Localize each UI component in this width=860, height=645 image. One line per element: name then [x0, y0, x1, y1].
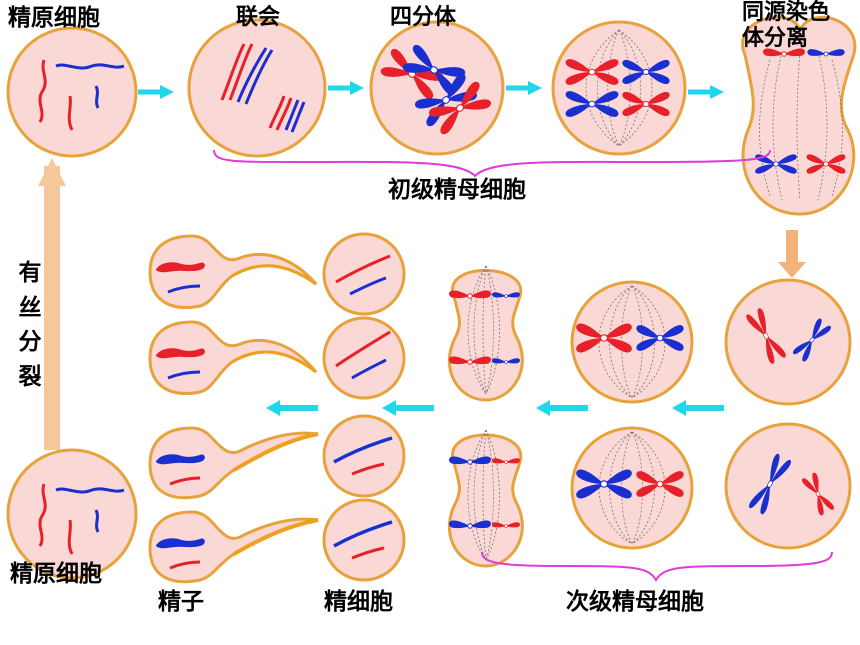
sperm-cell-1 — [148, 234, 318, 309]
left-arrow-icon — [672, 400, 724, 416]
secondary-spermatocyte-cell-upper — [724, 278, 852, 406]
secondary-spermatocyte-label: 次级精母细胞 — [566, 589, 704, 615]
metaphase-ii-cell-lower — [570, 426, 694, 550]
spermatid-cell-4 — [322, 498, 406, 582]
spermatid-cell-1 — [322, 232, 406, 316]
synapsis-label: 联会 — [236, 5, 281, 30]
sperm-cell-3 — [148, 426, 319, 500]
homolog-separation-label: 同源染色体分离 — [742, 0, 831, 51]
down-arrow-icon — [778, 230, 806, 278]
anaphase-ii-cell-upper — [447, 265, 524, 402]
spermatogonium-cell-bottom — [6, 448, 138, 580]
sperm-label: 精子 — [158, 589, 204, 615]
primary-spermatocyte-label: 初级精母细胞 — [388, 177, 526, 203]
curly-brace-icon — [213, 149, 771, 178]
right-arrow-icon — [138, 85, 174, 99]
synapsis-cell — [187, 18, 327, 158]
up-arrow-icon — [38, 158, 66, 450]
secondary-spermatocyte-cell-lower — [724, 422, 852, 550]
anaphase-i-cell — [741, 15, 857, 216]
tetrad-cell — [369, 20, 505, 156]
right-arrow-icon — [328, 81, 364, 95]
spermatid-cell-2 — [322, 316, 406, 400]
spermatid-label: 精细胞 — [324, 589, 393, 615]
spermatogonium-cell-top — [6, 26, 138, 158]
left-arrow-icon — [382, 400, 434, 416]
left-arrow-icon — [536, 400, 588, 416]
mitosis-label: 有丝分裂 — [18, 260, 42, 390]
curly-brace-icon — [481, 551, 833, 583]
spermatid-cell-3 — [322, 414, 406, 498]
tetrad-label: 四分体 — [390, 5, 457, 30]
sperm-cell-4 — [148, 510, 319, 584]
metaphase-ii-cell-upper — [570, 280, 694, 404]
spermatogonium-label-top: 精原细胞 — [8, 5, 100, 31]
right-arrow-icon — [688, 85, 724, 99]
right-arrow-icon — [506, 81, 542, 95]
metaphase-i-cell — [551, 20, 687, 156]
left-arrow-icon — [266, 400, 318, 416]
spermatogonium-label-bottom: 精原细胞 — [10, 561, 102, 587]
anaphase-ii-cell-lower — [447, 429, 524, 568]
sperm-cell-2 — [148, 320, 318, 395]
